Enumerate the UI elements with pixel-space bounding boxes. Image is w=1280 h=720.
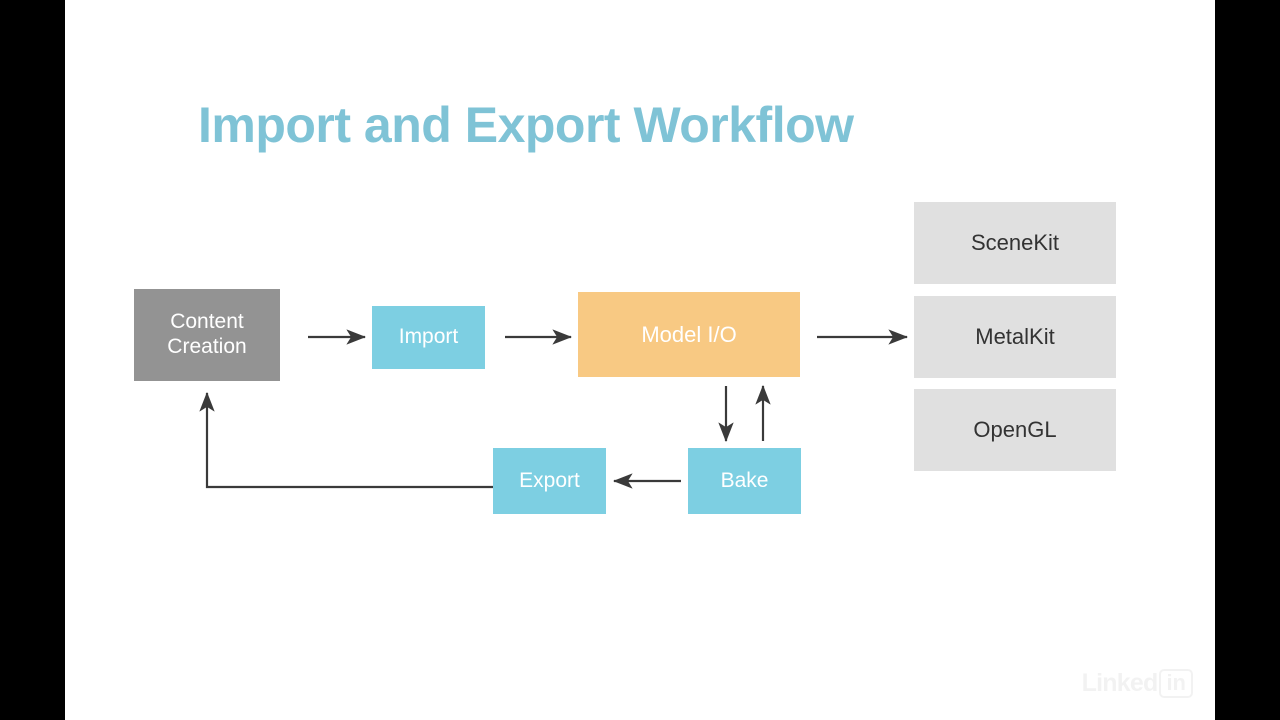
node-content-creation-line2: Creation xyxy=(167,335,247,358)
linkedin-in-badge-icon: in xyxy=(1159,668,1193,698)
node-scenekit-label: SceneKit xyxy=(970,230,1060,256)
node-metalkit-label: MetalKit xyxy=(975,324,1055,350)
node-import[interactable]: Import xyxy=(372,306,485,369)
node-opengl[interactable]: OpenGL xyxy=(914,389,1116,471)
node-bake-label: Bake xyxy=(720,468,769,492)
node-metalkit[interactable]: MetalKit xyxy=(914,296,1116,378)
node-model-io-label: Model I/O xyxy=(641,321,737,347)
node-export[interactable]: Export xyxy=(493,448,606,514)
node-content-creation[interactable]: Content Creation xyxy=(134,289,280,381)
node-model-io[interactable]: Model I/O xyxy=(578,292,800,377)
linkedin-wordmark: Linked xyxy=(1081,668,1159,697)
node-bake[interactable]: Bake xyxy=(688,448,801,514)
node-opengl-label: OpenGL xyxy=(973,417,1057,443)
linkedin-watermark: Linked in xyxy=(1081,668,1193,698)
slide-canvas: Import and Export Workflow xyxy=(65,0,1215,720)
node-scenekit[interactable]: SceneKit xyxy=(914,202,1116,284)
page-title: Import and Export Workflow xyxy=(198,96,854,153)
node-import-label: Import xyxy=(398,325,459,349)
node-export-label: Export xyxy=(519,468,580,492)
node-content-creation-line1: Content xyxy=(170,310,244,334)
edge-export-to-content-creation xyxy=(199,391,493,489)
